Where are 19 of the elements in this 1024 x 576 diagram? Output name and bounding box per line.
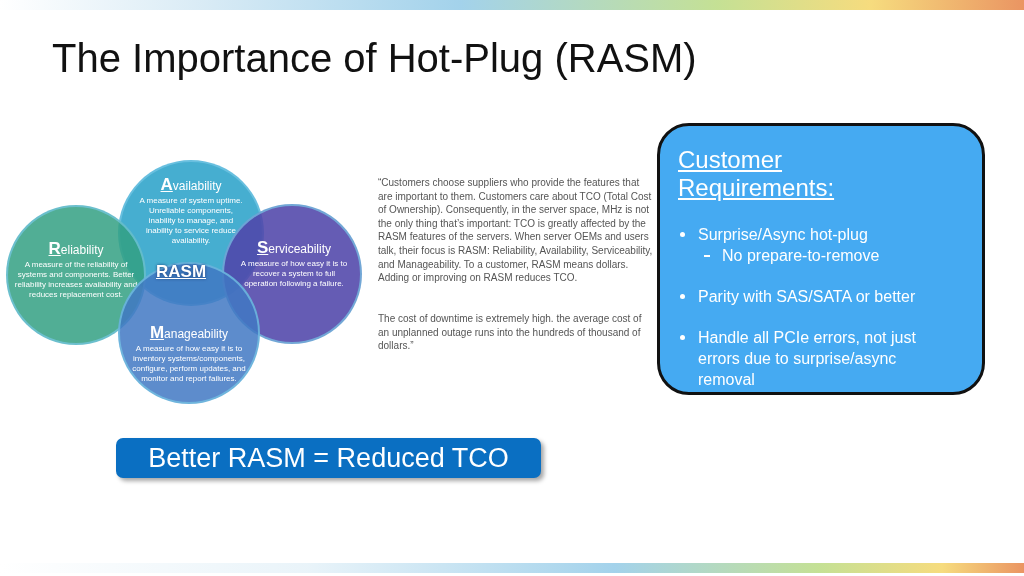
requirements-panel bbox=[657, 123, 985, 395]
circle-heading: Serviceability bbox=[256, 237, 331, 258]
quote-paragraph: The cost of downtime is extremely high. the average cost of an unplanned outage runs into the hundreds of thousand of dollars.” bbox=[378, 312, 643, 353]
circle-description: A measure of how easy it is to inventory systems/components, configure, perform updates, and monitor and report failures. bbox=[132, 343, 246, 384]
callout-banner: Better RASM = Reduced TCO bbox=[116, 438, 541, 478]
center-label: RASM bbox=[156, 262, 207, 282]
sub-bullet-text: No prepare-to-remove bbox=[722, 246, 880, 266]
bullet-text: Surprise/Async hot-plug bbox=[698, 225, 868, 245]
circle-description: A measure of how easy it is to recover a system to full operation following a failure. bbox=[239, 258, 349, 289]
circle-description: A measure of system uptime. Unreliable components, inability to manage, and inability to service reduce availability. bbox=[138, 195, 244, 246]
bullet-text: Handle all PCIe errors, not just errors due to surprise/async removal bbox=[698, 328, 917, 390]
circle-heading: Availability bbox=[160, 174, 222, 195]
circle-heading: Reliability bbox=[48, 238, 104, 259]
circle-heading: Manageability bbox=[149, 322, 229, 343]
slide-title: The Importance of Hot-Plug (RASM) bbox=[52, 36, 697, 81]
bullet-text: Parity with SAS/SATA or better bbox=[698, 287, 916, 307]
panel-heading: Customer Requirements: bbox=[678, 146, 836, 202]
quote-paragraph: “Customers choose suppliers who provide the features that are important to them. Customers care about TCO (Total Cost of Ownership). Consequently, in the server space, MHz is not the only thing that’s important: TCO is greatly affected by the RASM features of the servers. When server OEMs and users talk, their focus is RASM: Reliability, Availability, Serviceability, and Manageability. To a customer, RASM means dollars. Adding or improving on RASM reduces TCO. bbox=[378, 176, 654, 285]
circle-description: A measure of the reliability of systems and components. Better reliability increases availability and reduces replacement cost. bbox=[14, 259, 138, 300]
